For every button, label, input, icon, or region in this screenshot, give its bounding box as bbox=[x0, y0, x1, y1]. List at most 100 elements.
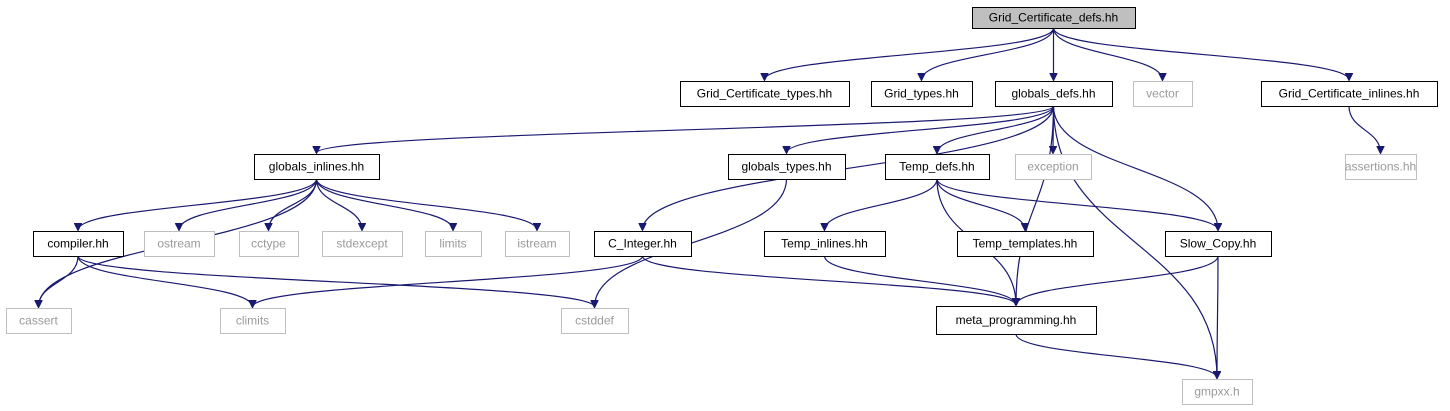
edge-c_integer-to-meta_programming bbox=[641, 255, 1017, 305]
edge-temp_inlines-to-meta_programming bbox=[823, 255, 1017, 305]
node-label: stdexcept bbox=[336, 237, 388, 251]
node-slow-copy[interactable]: Slow_Copy.hh bbox=[1165, 231, 1272, 257]
node-label: Temp_templates.hh bbox=[973, 237, 1078, 251]
node-label: limits bbox=[439, 237, 466, 251]
node-box bbox=[144, 231, 215, 257]
node-box bbox=[239, 231, 299, 257]
node-label: ostream bbox=[157, 237, 200, 251]
node-grid-certificate-inlines[interactable]: Grid_Certificate_inlines.hh bbox=[1261, 81, 1438, 107]
edge-slow_copy-to-meta_programming bbox=[1016, 255, 1219, 305]
node-globals-inlines[interactable]: globals_inlines.hh bbox=[254, 154, 380, 180]
edge-temp_defs-to-temp_inlines bbox=[825, 178, 938, 230]
node-istream: istream bbox=[505, 231, 570, 257]
node-gmpxx: gmpxx.h bbox=[1182, 379, 1253, 405]
node-grid-types[interactable]: Grid_types.hh bbox=[871, 81, 973, 107]
node-box bbox=[1345, 154, 1417, 180]
node-temp-inlines[interactable]: Temp_inlines.hh bbox=[764, 231, 886, 257]
node-cstddef: cstddef bbox=[561, 308, 629, 334]
node-box bbox=[425, 231, 482, 257]
node-label: gmpxx.h bbox=[1194, 385, 1239, 399]
node-box bbox=[1165, 231, 1272, 257]
node-label: istream bbox=[517, 237, 556, 251]
node-grid-certificate-defs[interactable]: Grid_Certificate_defs.hh bbox=[972, 7, 1136, 29]
edge-globals_defs-to-slow_copy bbox=[1052, 105, 1219, 230]
node-climits: climits bbox=[220, 308, 286, 334]
edge-globals_defs-to-meta_programming bbox=[1016, 105, 1055, 305]
node-temp-defs[interactable]: Temp_defs.hh bbox=[885, 154, 990, 180]
node-box bbox=[322, 231, 403, 257]
edge-globals_inlines-to-ostream bbox=[179, 178, 318, 230]
edge-globals_defs-to-globals_types bbox=[787, 105, 1055, 153]
node-exception: exception bbox=[1015, 154, 1092, 180]
node-label: climits bbox=[236, 314, 269, 328]
node-label: exception bbox=[1027, 160, 1078, 174]
node-label: globals_inlines.hh bbox=[269, 160, 364, 174]
edge-meta_programming-to-gmpxx bbox=[1015, 333, 1217, 378]
node-compiler[interactable]: compiler.hh bbox=[33, 231, 124, 257]
node-label: Temp_defs.hh bbox=[899, 160, 974, 174]
node-box bbox=[1015, 154, 1092, 180]
node-label: globals_types.hh bbox=[741, 160, 831, 174]
node-box bbox=[254, 154, 380, 180]
node-box bbox=[594, 231, 692, 257]
edge-globals_defs-to-temp_defs bbox=[937, 105, 1055, 153]
node-box bbox=[6, 308, 72, 334]
node-box bbox=[728, 154, 846, 180]
edge-temp_defs-to-temp_templates bbox=[936, 178, 1025, 230]
node-box bbox=[680, 81, 850, 107]
node-label: vector bbox=[1146, 87, 1179, 101]
node-label: globals_defs.hh bbox=[1011, 87, 1095, 101]
edge-c_integer-to-climits bbox=[253, 255, 644, 307]
edge-globals_inlines-to-compiler bbox=[78, 178, 318, 230]
edge-globals_defs-to-c_integer bbox=[643, 105, 1055, 230]
edge-slow_copy-to-gmpxx bbox=[1217, 255, 1218, 378]
node-stdexcept: stdexcept bbox=[322, 231, 403, 257]
node-label: cctype bbox=[251, 237, 286, 251]
node-label: C_Integer.hh bbox=[608, 237, 677, 251]
node-globals-types[interactable]: globals_types.hh bbox=[728, 154, 846, 180]
edge-globals_inlines-to-istream bbox=[315, 178, 538, 230]
node-box bbox=[1133, 81, 1193, 107]
node-c-integer[interactable]: C_Integer.hh bbox=[594, 231, 692, 257]
node-limits: limits bbox=[425, 231, 482, 257]
node-cctype: cctype bbox=[239, 231, 299, 257]
edge-grid_certificate_inlines-to-assertions bbox=[1348, 105, 1381, 153]
node-box bbox=[33, 231, 124, 257]
node-label: Grid_Certificate_defs.hh bbox=[989, 11, 1118, 25]
node-meta-programming[interactable]: meta_programming.hh bbox=[936, 306, 1097, 335]
edge-globals_defs-to-globals_inlines bbox=[317, 105, 1055, 153]
node-box bbox=[505, 231, 570, 257]
node-label: assertions.hh bbox=[1345, 160, 1416, 174]
node-box bbox=[561, 308, 629, 334]
node-label: meta_programming.hh bbox=[956, 313, 1077, 327]
node-label: Slow_Copy.hh bbox=[1180, 237, 1257, 251]
edge-compiler-to-climits bbox=[77, 255, 253, 307]
node-box bbox=[936, 306, 1097, 335]
node-label: compiler.hh bbox=[47, 237, 108, 251]
node-globals-defs[interactable]: globals_defs.hh bbox=[995, 81, 1113, 107]
edge-temp_defs-to-slow_copy bbox=[936, 178, 1218, 230]
node-assertions: assertions.hh bbox=[1345, 154, 1417, 180]
node-cassert: cassert bbox=[6, 308, 72, 334]
edge-globals_inlines-to-limits bbox=[315, 178, 454, 230]
node-box bbox=[871, 81, 973, 107]
node-box bbox=[957, 231, 1094, 257]
node-label: Grid_Certificate_types.hh bbox=[697, 87, 832, 101]
edge-grid_certificate_defs-to-grid_types bbox=[922, 27, 1055, 80]
node-label: Grid_types.hh bbox=[884, 87, 959, 101]
edge-compiler-to-cassert bbox=[39, 255, 79, 307]
node-box bbox=[995, 81, 1113, 107]
node-box bbox=[220, 308, 286, 334]
node-ostream: ostream bbox=[144, 231, 215, 257]
node-box bbox=[1261, 81, 1438, 107]
node-label: Grid_Certificate_inlines.hh bbox=[1279, 87, 1420, 101]
node-label: cassert bbox=[19, 314, 58, 328]
node-label: Temp_inlines.hh bbox=[781, 237, 868, 251]
nodes-layer: Grid_Certificate_defs.hhGrid_Certificate… bbox=[6, 7, 1438, 405]
node-temp-templates[interactable]: Temp_templates.hh bbox=[957, 231, 1094, 257]
node-box bbox=[764, 231, 886, 257]
edge-grid_certificate_defs-to-grid_certificate_inlines bbox=[1052, 27, 1350, 80]
node-box bbox=[972, 7, 1136, 29]
node-grid-certificate-types[interactable]: Grid_Certificate_types.hh bbox=[680, 81, 850, 107]
